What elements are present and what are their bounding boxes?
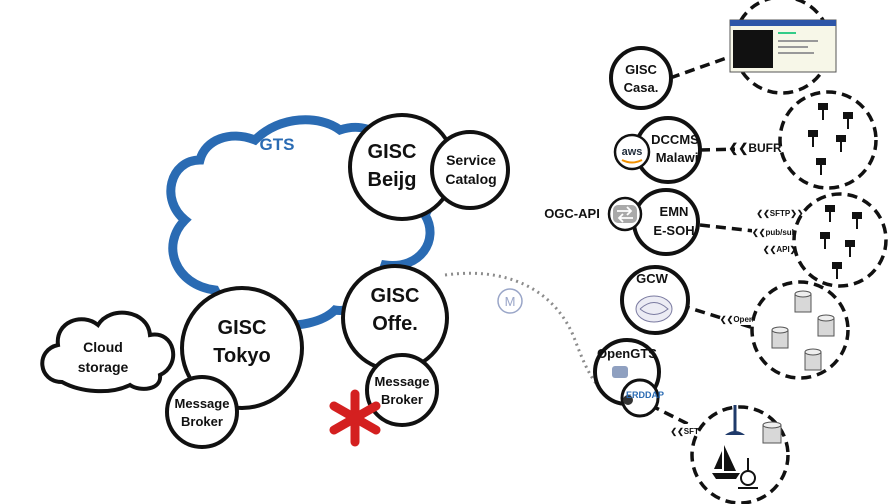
esoh-stations-circle <box>792 192 888 288</box>
opengts-logo-icon <box>612 366 628 378</box>
station-icons-malawi <box>808 103 853 175</box>
gisc-casablanca-circle <box>609 46 673 110</box>
sailboat-icon <box>712 445 740 479</box>
buoy-icon <box>725 405 745 435</box>
service-catalog-line1: Service <box>446 152 496 168</box>
screenshot-group <box>729 0 837 95</box>
gcw-link <box>679 303 761 332</box>
gcw-label: GCW <box>636 271 669 286</box>
emn-esoh-line1: EMN <box>660 204 689 219</box>
gisc-offenbach-line1: GISC <box>371 285 420 307</box>
database-icon-2 <box>771 326 789 349</box>
erddap-label: ERDDAP <box>626 390 664 400</box>
emn-esoh-node[interactable]: EMN E-SOH <box>632 188 700 256</box>
datastore-icon-marine <box>762 421 782 444</box>
erddap-dot-icon <box>623 395 633 405</box>
mqtt-symbol: M <box>505 294 516 309</box>
ogc-api-icon <box>607 196 643 232</box>
gisc-offenbach-line2: Offe. <box>372 313 418 335</box>
gts-label: GTS <box>260 135 295 154</box>
message-broker-tokyo-node[interactable]: Message Broker <box>165 375 239 449</box>
message-broker-offenbach-line2: Broker <box>381 392 423 407</box>
gisc-offenbach-node[interactable]: GISC Offe. <box>341 264 449 372</box>
screenshot-terminal <box>733 30 773 68</box>
station-icons-esoh <box>820 205 862 279</box>
database-icon-3 <box>817 314 835 337</box>
gisc-casablanca-line2: Casa. <box>624 80 659 95</box>
cloud-storage-cloud <box>40 310 176 394</box>
emn-esoh-line2: E-SOH <box>653 223 694 238</box>
database-icon-4 <box>804 348 822 371</box>
gisc-beijing-line2: Beijg <box>368 169 417 191</box>
gisc-beijing-line1: GISC <box>368 141 417 163</box>
erddap-circle <box>620 378 660 418</box>
opengts-link <box>649 403 701 432</box>
cloud-storage-node[interactable]: Cloud storage <box>40 310 176 394</box>
service-catalog-line2: Catalog <box>445 171 496 187</box>
screenshot-text-d <box>778 52 814 54</box>
service-catalog-node[interactable]: Service Catalog <box>430 130 510 210</box>
dccms-malawi-line1: DCCMS <box>651 132 699 147</box>
cloud-storage-label-line1: Cloud <box>83 339 123 355</box>
erddap-node[interactable]: ERDDAP <box>620 378 664 418</box>
casa-link <box>669 53 736 80</box>
message-broker-offenbach-node[interactable]: Message Broker <box>365 353 439 427</box>
api-tag-bg <box>762 242 804 254</box>
weather-buoy-icon <box>738 458 758 489</box>
api-label: ❮❮API❯❯ <box>763 245 803 255</box>
emn-esoh-circle <box>632 188 700 256</box>
aws-logo-text: aws <box>622 146 643 158</box>
sftp-pubsub-api-tags: ❮❮SFTP❯❯ ❮❮pub/sub❯❯ ❮❮API❯❯ <box>752 206 810 255</box>
screenshot-text-a <box>778 32 796 34</box>
screenshot-text-b <box>778 40 818 42</box>
service-catalog-circle <box>430 130 510 210</box>
sftp2-label: ❮❮SFTP❯❯ <box>670 427 717 437</box>
message-broker-offenbach-circle <box>365 353 439 427</box>
gcw-datastore-circle <box>750 280 850 380</box>
sftp-tag-bg <box>755 206 805 218</box>
message-broker-tokyo-line1: Message <box>175 396 230 411</box>
gcw-node[interactable]: GCW <box>620 265 690 335</box>
gcw-logo-icon <box>635 295 673 323</box>
mqtt-icon: M <box>497 288 523 314</box>
asterisk-icon <box>329 389 381 447</box>
message-broker-tokyo-line2: Broker <box>181 414 223 429</box>
message-broker-tokyo-circle <box>165 375 239 449</box>
message-broker-offenbach-line1: Message <box>375 374 430 389</box>
gisc-tokyo-line2: Tokyo <box>213 345 270 367</box>
gisc-casablanca-node[interactable]: GISC Casa. <box>609 46 673 110</box>
pubsub-label: ❮❮pub/sub❯❯ <box>752 228 810 238</box>
ogc-api-label: OGC-API <box>544 206 600 221</box>
sftp-label: ❮❮SFTP❯❯ <box>756 209 803 219</box>
cloud-storage-label-line2: storage <box>78 359 129 375</box>
database-icon-1 <box>794 290 812 313</box>
opengts-label: OpenGTS <box>597 346 657 361</box>
aws-logo-icon: aws <box>613 133 651 171</box>
screenshot-titlebar <box>730 20 836 26</box>
screenshot-text-c <box>778 46 808 48</box>
gisc-casablanca-line1: GISC <box>625 62 657 77</box>
dccms-malawi-line2: Malawi <box>656 150 699 165</box>
gisc-tokyo-line1: GISC <box>218 317 267 339</box>
gcw-logo-detail <box>639 302 669 315</box>
